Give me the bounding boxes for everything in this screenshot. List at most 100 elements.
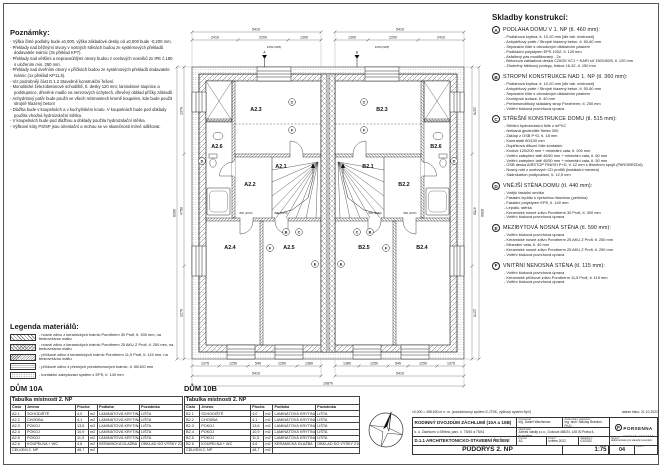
construction-item: E MEZIBYTOVÁ NOSNÁ STĚNA (tl. 590 mm): V… (492, 224, 658, 257)
construction-layer: Vnitřní zateplení latě 40/50 mm + minerá… (504, 158, 658, 164)
dim-label: 1380 (343, 362, 351, 366)
construction-layers: Střešní hydroizolační fólie z mPVCNetkan… (492, 123, 658, 178)
room-table-a: Tabulka místností 2. NP Číslo Jméno Ploc… (9, 396, 184, 455)
note-item: Viz podrobněji část D.1.2 Stavebně konst… (10, 79, 174, 85)
legend-text: nosné zdivo z keramických tvárnic Poroth… (39, 332, 180, 342)
dim-label: 5410 (396, 372, 404, 376)
construction-letter-badge: F (492, 261, 500, 270)
note-item: Překlady nad běžnými otvory v nosných st… (10, 45, 174, 56)
room-label: A2.2 (244, 182, 255, 188)
copy-number-cell: Paré č.: (635, 446, 659, 454)
room-note: OBKLAD DO VÝŠKY 2100 mm (315, 440, 360, 448)
print-note: datum tisku: 21.10.2022 (621, 410, 658, 414)
construction-layer: Vnější fasádní omítka (504, 190, 658, 196)
room-label: B2.3 (376, 107, 387, 113)
room-floor: LAMINÁTOVÁ KRYTINA (97, 434, 140, 442)
construction-layers: Vnitřní štuková povrchová úpravaKeramick… (492, 270, 658, 286)
construction-layer: Záklop z OSB P+D, tl. 18 mm (504, 133, 658, 139)
room-label: B2.5 (358, 245, 369, 251)
legend-title: Legenda materiálů: (10, 322, 79, 331)
ref-marker: B (369, 230, 372, 234)
construction-layer: Keramické nosné zdivo Porotherm 25 AKU Z… (504, 247, 658, 253)
construction-title: MEZIBYTOVÁ NOSNÁ STĚNA (tl. 590 mm): (503, 225, 611, 232)
construction-layer: Podlahová krytina, tl. 10-20 mm [dle tab… (504, 34, 658, 40)
construction-layer: Vnitřní štuková povrchová úprava (504, 232, 658, 238)
unit-a-geometry (191, 66, 322, 360)
construction-layer: Doplňková difuzní fólie kontaktní (504, 143, 658, 149)
house-b-heading: DŮM 10B (184, 384, 217, 393)
note-item: Výškové kóty PS/SP jsou orientační a moh… (10, 124, 174, 130)
room-row: B2.1 SCHODIŠTĚ 4,0 m2 LAMINÁTOVÁ KRYTINA… (183, 410, 360, 418)
room-floor: KERAMICKÁ DLAŽBA (97, 440, 140, 448)
responsible-name: Ing. arch. Nikolay Brankov, Ph.D. (564, 420, 603, 428)
room-label: B2.4 (416, 245, 427, 251)
room-row: A2.5 POKOJ 11,5 m2 LAMINÁTOVÁ KRYTINA LI… (10, 434, 184, 442)
room-label: A2.3 (250, 107, 261, 113)
dim-label: 1370 (180, 107, 184, 115)
construction-layer: Vnitřní štuková povrchová úprava (504, 106, 658, 112)
dimension-text: 5410 5410 2410 2200 1300 1300 2200 2410 … (173, 28, 485, 386)
legend-row: příčkové zdivo z přesných pórobetonových… (10, 363, 180, 371)
construction-layer: Keramické příčkové zdivo Porotherm 11,5 … (504, 275, 658, 281)
ref-marker: F (385, 246, 388, 250)
constructions-panel: Skladby konstrukcí: A PODLAHA DOMU V 1. … (492, 13, 658, 289)
construction-layer: Keramické nosné zdivo Porotherm 25 AKU Z… (504, 237, 658, 243)
construction-layer: Krokve 120/200 mm + minerální vata, tl. … (504, 148, 658, 154)
room-label: A2.1 (275, 164, 286, 170)
hatch-swatch-eps-icon (10, 371, 36, 379)
room-row: B2.2 CHODBA 4,1 m2 LAMINÁTOVÁ KRYTINA LI… (183, 416, 360, 424)
room-label: A2.5 (283, 245, 294, 251)
dim-label: 4750 (473, 207, 477, 215)
logo-mark-icon: P (614, 423, 622, 431)
drawing-number: 04 (610, 445, 635, 454)
construction-layer: Podkladní polystyren EPS 100Z, tl. 120 m… (504, 49, 658, 55)
room-label: B2.6 (430, 144, 441, 150)
section-label: B (356, 51, 358, 55)
construction-layer: Zhutněný štěrkový podsyp, frakce 16-32, … (504, 63, 658, 69)
dim-label: 10870 (323, 382, 333, 386)
construction-layer: Nosný rošt z ocelových CD profilů (insta… (504, 167, 658, 173)
constructions-title: Skladby konstrukcí: (492, 13, 569, 22)
construction-head: A PODLAHA DOMU V 1. NP (tl. 460 mm): (492, 26, 658, 34)
construction-layer: Anhydritový potěr / Strojně hlazený beto… (504, 86, 658, 92)
window-dim-note: 1250 (925) (375, 45, 390, 49)
date-cell: Datum: květen 2022 (547, 437, 579, 446)
company-logo: P PORSENNA úsporná výstavba (610, 418, 659, 437)
ref-marker: C (356, 230, 359, 234)
construction-letter-badge: B (492, 73, 500, 82)
section-marks: A B (262, 51, 360, 67)
notes-title: Poznámky: (10, 28, 50, 37)
door-dim-note: 800 (1970) (404, 211, 417, 215)
author-label: Vypracoval: (518, 418, 532, 421)
construction-title: VNITŘNÍ NENOSNÁ STĚNA (tl. 115 mm): (503, 262, 605, 269)
construction-title: VNĚJŠÍ STĚNA DOMU (tl. 440 mm): (503, 183, 593, 189)
legend-row: kontaktní zateplovací systém z EPS, tl. … (10, 371, 180, 379)
project-title: RODINNÝ DVOJDŮM ZÁCHLUMÍ (10A a 10B) (413, 418, 517, 428)
legend-text: příčkové zdivo z keramických tvárnic Por… (39, 353, 180, 362)
room-floor: LAMINÁTOVÁ KRYTINA (97, 422, 140, 430)
date-label: Datum: (548, 437, 557, 440)
dim-label: 8390 (480, 209, 484, 217)
construction-layer: Keramické nosné zdivo Porotherm 30 Profi… (504, 210, 658, 216)
note-item: Výška čisté podlahy bude ±0,000, výška z… (10, 39, 174, 45)
dim-label: 1300 (348, 36, 356, 40)
dim-label: 5410 (252, 372, 260, 376)
construction-item: A PODLAHA DOMU V 1. NP (tl. 460 mm): Pod… (492, 26, 658, 69)
dim-label: 1300 (300, 36, 308, 40)
construction-layer: Asfaltový pás modifikovaný - 2x (504, 54, 658, 60)
hatch-swatch-porotherm30-icon (10, 333, 36, 341)
legend-text: kontaktní zateplovací systém z EPS, tl. … (39, 372, 123, 377)
unit-b-geometry (334, 66, 465, 360)
construction-layer: Fasádní polystyren EPS, tl. 140 mm (504, 200, 658, 206)
table-title: Tabulka místností 2. NP (184, 396, 360, 405)
logo-tagline: úsporná výstavba (623, 434, 655, 437)
ref-marker: D (201, 159, 204, 163)
note-item: Překlady nad většími a nepravoúhlými otv… (10, 56, 174, 67)
ref-marker: F (269, 246, 272, 250)
ref-marker: B (285, 230, 288, 234)
ref-marker: C (298, 230, 301, 234)
total-unit: m2 (263, 446, 274, 455)
total-area: 48,7 (75, 446, 89, 455)
hatch-swatch-porobeton-icon (10, 363, 36, 371)
hatch-swatch-porotherm25aku-icon (10, 343, 36, 351)
